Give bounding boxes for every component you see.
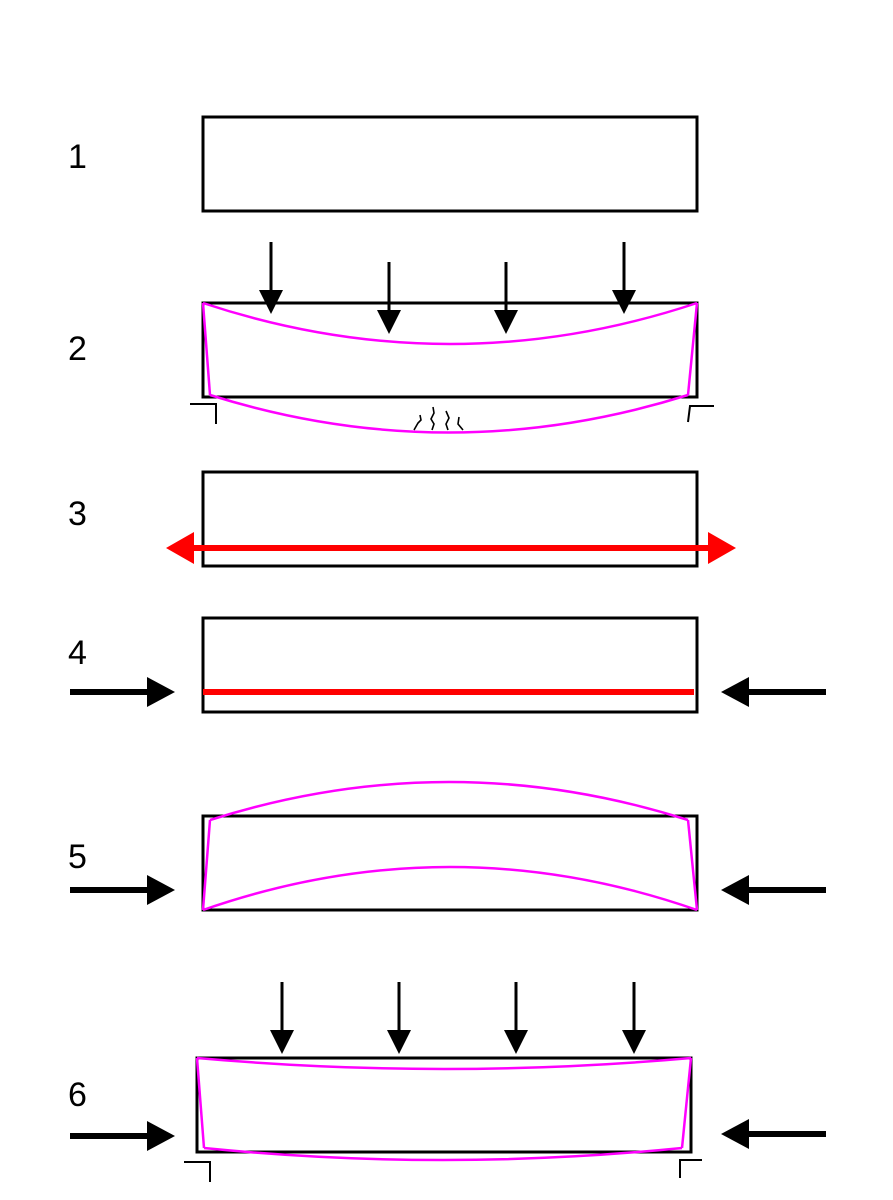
support-bracket-icon xyxy=(679,1159,702,1178)
step-label-4: 4 xyxy=(68,634,87,672)
beam-2 xyxy=(201,301,699,399)
step-label-1: 1 xyxy=(68,138,87,176)
panel-3: 3 xyxy=(68,470,736,568)
support-bracket-icon xyxy=(190,403,217,424)
horizontal-arrow-icon xyxy=(70,677,175,707)
deflection-curve-2 xyxy=(201,301,699,434)
beam-4 xyxy=(201,616,699,714)
double-headed-arrow-icon xyxy=(166,532,736,564)
panel-4: 4 xyxy=(68,616,826,714)
down-arrow-icon xyxy=(622,982,646,1054)
horizontal-arrow-icon xyxy=(721,1119,826,1149)
panel-1: 1 xyxy=(68,115,699,213)
horizontal-arrow-icon xyxy=(70,875,175,905)
panel-6: 6 xyxy=(68,982,826,1182)
horizontal-arrow-icon xyxy=(70,1121,175,1151)
beam-1 xyxy=(201,115,699,213)
support-bracket-icon xyxy=(687,405,714,423)
horizontal-arrow-icon xyxy=(721,677,826,707)
camber-curve-5 xyxy=(201,780,699,912)
down-arrow-icon xyxy=(270,982,294,1054)
deflection-curve-6 xyxy=(195,1056,693,1162)
beam-3 xyxy=(201,470,699,568)
step-label-3: 3 xyxy=(68,495,87,533)
panel-2: 2 xyxy=(68,242,714,434)
panel-5: 5 xyxy=(68,780,826,912)
support-bracket-icon xyxy=(184,1161,211,1182)
step-label-5: 5 xyxy=(68,838,87,876)
horizontal-arrow-icon xyxy=(721,875,826,905)
down-arrow-icon xyxy=(494,262,518,334)
beam-6 xyxy=(195,1056,693,1154)
beam-5 xyxy=(201,814,699,912)
down-arrow-icon xyxy=(387,982,411,1054)
load-arrows-2 xyxy=(259,242,636,334)
step-label-6: 6 xyxy=(68,1076,87,1114)
crack-marks-icon xyxy=(413,406,464,431)
down-arrow-icon xyxy=(504,982,528,1054)
step-label-2: 2 xyxy=(68,330,87,368)
load-arrows-6 xyxy=(270,982,646,1054)
down-arrow-icon xyxy=(377,262,401,334)
